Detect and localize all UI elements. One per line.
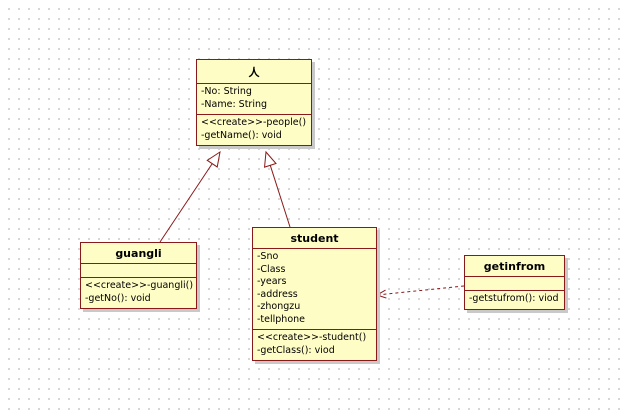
class-box-getinfrom[interactable]: getinfrom -getstufrom(): viod [464,255,565,310]
operations-compartment: -getstufrom(): viod [465,291,564,309]
generalization-line-guangli[interactable] [159,163,213,243]
attribute-row: -Name: String [201,98,268,110]
attribute-row: -years [257,276,287,287]
dependency-line-getinfrom[interactable] [376,285,465,296]
generalization-arrowhead-guangli [206,150,221,168]
class-box-people[interactable]: 人-No: String-Name: String<<create>>-peop… [196,59,312,146]
attributes-compartment [465,277,564,291]
operations-compartment: <<create>>-people()-getName(): void [197,115,311,145]
generalization-arrowhead-student [263,150,277,168]
operation-row: -getNo(): void [85,292,151,304]
operation-row: <<create>>-guangli() [85,280,194,291]
class-name: student [253,228,376,249]
operation-row: <<create>>-people() [201,117,307,128]
operations-compartment: <<create>>-student()-getClass(): viod [253,330,376,360]
attributes-compartment [81,264,196,278]
operation-row: -getClass(): viod [257,344,335,356]
attribute-row: -No: String [201,86,252,97]
attribute-row: -address [257,288,298,300]
generalization-line-student[interactable] [269,165,291,228]
attributes-compartment: -Sno-Class-years-address-zhongzu-tellpho… [253,249,376,330]
operation-row: -getstufrom(): viod [469,293,559,304]
operation-row: -getName(): void [201,129,282,141]
class-name: 人 [197,60,311,84]
operation-row: <<create>>-student() [257,332,367,343]
operations-compartment: <<create>>-guangli()-getNo(): void [81,278,196,308]
attributes-compartment: -No: String-Name: String [197,84,311,115]
class-name: guangli [81,243,196,264]
class-name: getinfrom [465,256,564,277]
attribute-row: -zhongzu [257,301,301,312]
class-box-guangli[interactable]: guangli <<create>>-guangli()-getNo(): voi… [80,242,197,309]
dependency-arrowhead-getinfrom [375,289,387,299]
attribute-row: -Class [257,263,286,275]
class-box-student[interactable]: student-Sno-Class-years-address-zhongzu-… [252,227,377,361]
attribute-row: -Sno [257,251,279,262]
attribute-row: -tellphone [257,313,306,325]
